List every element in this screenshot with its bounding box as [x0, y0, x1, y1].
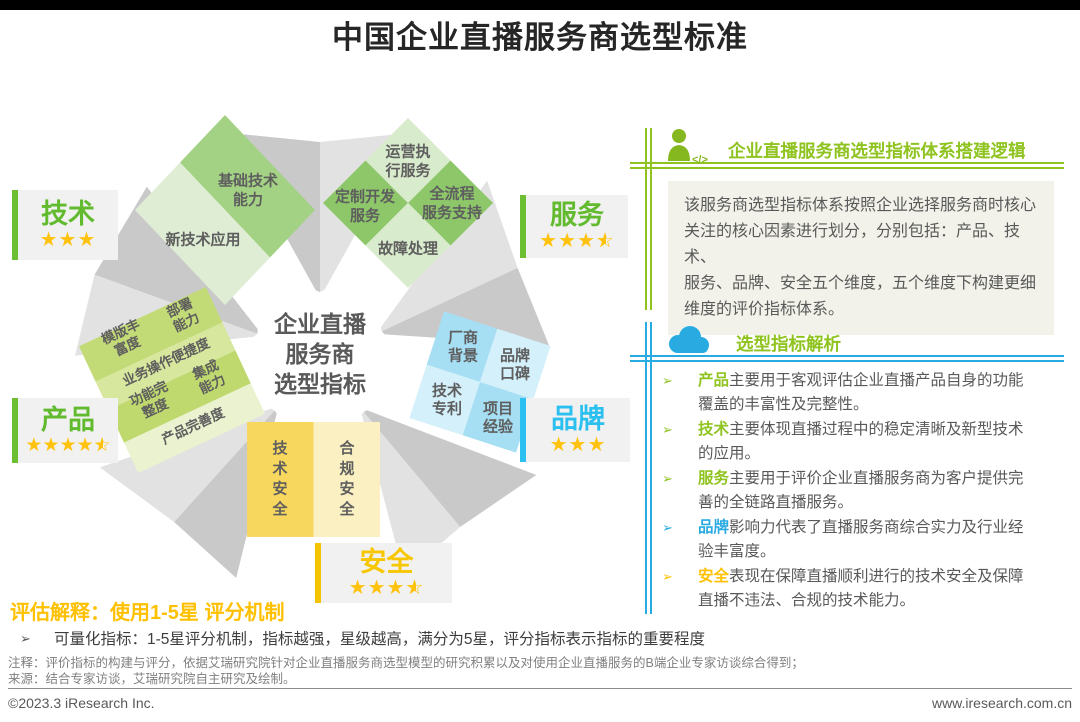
center-star — [216, 268, 424, 465]
panel-logic-vline — [645, 128, 652, 310]
diagram-center-title: 企业直播 服务商 选型指标 — [273, 311, 367, 397]
tech-petal: 基础技术 能力 新技术应用 — [135, 115, 315, 305]
analyst-icon: </> — [666, 127, 712, 172]
footer-divider — [8, 688, 1072, 689]
analysis-item-service: ➢ 服务主要用于评价企业直播服务商为客户提供完 善的全链路直播服务。 — [662, 467, 1066, 515]
svg-text:选型指标: 选型指标 — [274, 371, 366, 397]
brand-patent-label: 专利 — [432, 400, 462, 418]
brand-star-rating: ★★★ — [549, 433, 607, 456]
service-custom-label: 定制开发 — [335, 188, 396, 206]
analysis-item-tech: ➢ 技术主要体现直播过程中的稳定清晰及新型技术 的应用。 — [662, 418, 1066, 466]
analysis-bullet-list: ➢ 产品主要用于客观评估企业直播产品自身的功能 覆盖的丰富性及完整性。 ➢ 技术… — [662, 369, 1066, 614]
security-petal: 技术安全 合规安全 — [247, 422, 380, 537]
keyword-security: 安全 — [698, 568, 730, 585]
cloud-icon — [664, 323, 714, 362]
arrow-bullet-icon: ➢ — [20, 631, 31, 646]
panel-logic-hline — [630, 162, 1064, 169]
category-card-tech: 技术 ★★★ — [12, 190, 118, 260]
product-color-bar — [12, 398, 18, 463]
brand-patent-label: 技术 — [432, 382, 462, 400]
panel-logic-title: 企业直播服务商选型指标体系搭建逻辑 — [728, 141, 1026, 161]
analysis-text: 主要体现直播过程中的稳定清晰及新型技术 的应用。 — [698, 421, 1024, 462]
arrow-bullet-icon: ➢ — [662, 373, 673, 388]
page-title: 中国企业直播服务商选型标准 — [332, 20, 748, 55]
top-black-bar — [0, 0, 1080, 10]
security-star-rating: ★★★☆★ — [348, 576, 425, 599]
service-category-label: 服务 — [550, 200, 604, 230]
panel-analysis-title: 选型指标解析 — [736, 334, 841, 354]
analysis-text: 影响力代表了直播服务商综合实力及行业经 验丰富度。 — [698, 519, 1024, 560]
service-star-rating: ★★★☆★ — [539, 230, 615, 252]
analysis-text: 主要用于评价企业直播服务商为客户提供完 善的全链路直播服务。 — [698, 470, 1024, 511]
category-card-product: 产品 ★★★★☆★ — [12, 398, 118, 463]
product-star-rating: ★★★★☆★ — [25, 434, 111, 456]
brand-wom-label: 品牌 — [500, 347, 530, 365]
service-ops-label: 运营执 — [385, 143, 430, 161]
arrow-bullet-icon: ➢ — [662, 569, 673, 584]
brand-color-bar — [520, 398, 526, 462]
quantified-indicator-text: 可量化指标：1-5星评分机制，指标越强，星级越高，满分为5星，评分指标表示指标的… — [54, 631, 706, 648]
footnote-source: 来源：结合专家访谈，艾瑞研究院自主研究及绘制。 — [8, 672, 296, 686]
panel-logic-body: 该服务商选型指标体系按照企业选择服务商时核心 关注的核心因素进行划分，分别包括：… — [668, 181, 1054, 335]
brand-vendor-label: 厂商 — [448, 329, 478, 347]
website-url: www.iresearch.com.cn — [931, 695, 1072, 711]
keyword-service: 服务 — [698, 470, 730, 487]
tech-base-label: 能力 — [233, 191, 263, 209]
security-compliance-label: 合规安全 — [338, 439, 355, 518]
tech-newtech-label: 新技术应用 — [165, 231, 240, 249]
brand-project-label: 项目 — [483, 401, 513, 418]
tech-category-label: 技术 — [41, 198, 95, 229]
svg-text:服务商: 服务商 — [286, 341, 355, 367]
evaluation-heading: 评估解释：使用1-5星 评分机制 — [10, 602, 285, 624]
service-fault-label: 故障处理 — [378, 240, 438, 258]
copyright-text: ©2023.3 iResearch Inc. — [8, 695, 155, 711]
security-color-bar — [315, 543, 321, 603]
panel-analysis-hline — [630, 355, 1064, 362]
security-category-label: 安全 — [359, 546, 414, 577]
brand-vendor-label: 背景 — [448, 347, 478, 365]
keyword-product: 产品 — [698, 372, 730, 389]
footnote-annotation: 注释：评价指标的构建与评分，依据艾瑞研究院针对企业直播服务商选型模型的研究积累以… — [8, 656, 804, 670]
analysis-item-product: ➢ 产品主要用于客观评估企业直播产品自身的功能 覆盖的丰富性及完整性。 — [662, 369, 1066, 417]
brand-category-label: 品牌 — [551, 403, 605, 434]
svg-text:</>: </> — [692, 154, 708, 166]
arrow-bullet-icon: ➢ — [662, 471, 673, 486]
service-color-bar — [520, 195, 526, 258]
service-custom-label: 服务 — [350, 207, 381, 225]
security-tech-label: 技术安全 — [271, 439, 288, 518]
analysis-text: 表现在保障直播顺利进行的技术安全及保障 直播不违法、合规的技术能力。 — [698, 568, 1024, 609]
tech-base-label: 基础技术 — [217, 172, 278, 190]
category-card-service: 服务 ★★★☆★ — [520, 195, 628, 258]
category-card-security: 安全 ★★★☆★ — [315, 543, 452, 603]
keyword-brand: 品牌 — [698, 519, 730, 536]
brand-wom-label: 口碑 — [500, 365, 530, 383]
product-category-label: 产品 — [41, 404, 95, 435]
arrow-bullet-icon: ➢ — [662, 422, 673, 437]
analysis-item-brand: ➢ 品牌影响力代表了直播服务商综合实力及行业经 验丰富度。 — [662, 516, 1066, 564]
service-fullchain-label: 服务支持 — [422, 204, 482, 222]
tech-star-rating: ★★★ — [39, 228, 97, 251]
product-petal: 模版丰 富度 部署 能力 业务操作便捷度 功能完 整度 集成 能力 产品完善度 — [79, 287, 265, 473]
service-fullchain-label: 全流程 — [428, 185, 474, 203]
quantified-indicator-line: ➢ 可量化指标：1-5星评分机制，指标越强，星级越高，满分为5星，评分指标表示指… — [20, 627, 705, 651]
service-ops-label: 行服务 — [384, 162, 431, 180]
category-card-brand: 品牌 ★★★ — [520, 398, 630, 462]
brand-project-label: 经验 — [483, 418, 514, 436]
arrow-bullet-icon: ➢ — [662, 520, 673, 535]
service-petal: 运营执 行服务 定制开发 服务 全流程 服务支持 故障处理 — [323, 118, 493, 288]
panel-analysis-vline — [645, 322, 652, 614]
analysis-text: 主要用于客观评估企业直播产品自身的功能 覆盖的丰富性及完整性。 — [698, 372, 1024, 413]
brand-petal: 厂商 背景 品牌 口碑 技术 专利 项目 经验 — [409, 311, 551, 453]
tech-color-bar — [12, 190, 18, 260]
keyword-tech: 技术 — [698, 421, 730, 438]
svg-text:企业直播: 企业直播 — [273, 311, 367, 337]
analysis-item-security: ➢ 安全表现在保障直播顺利进行的技术安全及保障 直播不违法、合规的技术能力。 — [662, 565, 1066, 613]
